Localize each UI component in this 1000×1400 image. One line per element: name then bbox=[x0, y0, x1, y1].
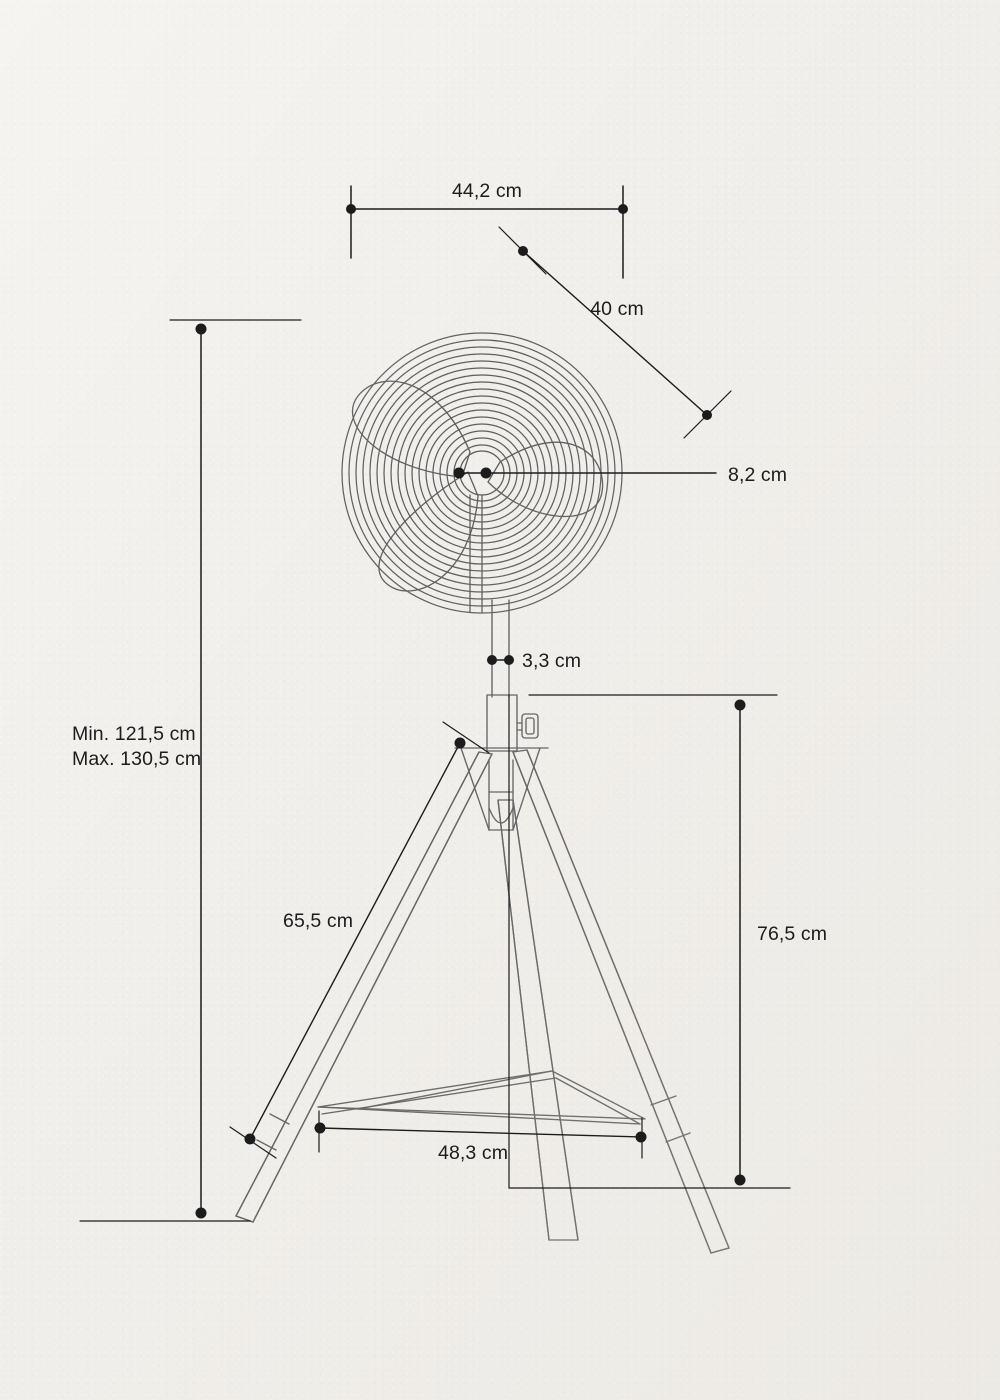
dim-label-tripod-height: 76,5 cm bbox=[757, 923, 827, 945]
dim-endpoint-dot bbox=[734, 1174, 746, 1186]
dim-endpoint-dot bbox=[453, 467, 465, 479]
dim-endpoint-dot bbox=[346, 204, 356, 214]
dim-endpoint-dot bbox=[702, 410, 712, 420]
dim-endpoint-dot bbox=[314, 1122, 326, 1134]
dim-endpoint-dot bbox=[454, 737, 466, 749]
dim-leg-length bbox=[229, 721, 490, 1159]
dim-label-leg-length: 65,5 cm bbox=[283, 910, 353, 932]
fan-neck-pole bbox=[491, 599, 510, 698]
tripod-brace-triangle bbox=[317, 1070, 646, 1125]
tripod-leg-center bbox=[497, 799, 579, 1241]
tripod-leg-left bbox=[235, 751, 493, 1223]
dim-endpoint-dot bbox=[195, 1207, 207, 1219]
dim-label-height-max: Max. 130,5 cm bbox=[72, 748, 201, 770]
dim-endpoint-dot bbox=[244, 1133, 256, 1145]
fan-blades bbox=[351, 380, 604, 613]
dim-label-fan-diagonal: 40 cm bbox=[590, 298, 644, 320]
dim-label-pole-width: 3,3 cm bbox=[522, 650, 581, 672]
dim-fan-width bbox=[346, 185, 628, 279]
dim-endpoint-dot bbox=[504, 655, 514, 665]
dim-total-height bbox=[79, 319, 302, 1222]
dim-endpoint-dot bbox=[195, 323, 207, 335]
tripod-leg-right bbox=[512, 749, 730, 1254]
dim-label-hub-width: 8,2 cm bbox=[728, 464, 787, 486]
dim-label-fan-width: 44,2 cm bbox=[452, 180, 522, 202]
dim-fan-diagonal bbox=[498, 226, 732, 439]
dim-endpoint-dot bbox=[487, 655, 497, 665]
dim-endpoint-dot bbox=[734, 699, 746, 711]
dim-endpoint-dot bbox=[635, 1131, 647, 1143]
dim-tripod-height bbox=[508, 694, 791, 1189]
dim-endpoint-dot bbox=[518, 246, 528, 256]
dim-label-height-min: Min. 121,5 cm bbox=[72, 723, 196, 745]
dim-pole-width bbox=[487, 655, 514, 665]
dim-label-base-width: 48,3 cm bbox=[438, 1142, 508, 1164]
dim-endpoint-dot bbox=[618, 204, 628, 214]
tripod-head-collar bbox=[486, 694, 539, 752]
dim-hub-width bbox=[453, 467, 717, 479]
dim-base-width bbox=[314, 1110, 647, 1159]
dim-endpoint-dot bbox=[480, 467, 492, 479]
